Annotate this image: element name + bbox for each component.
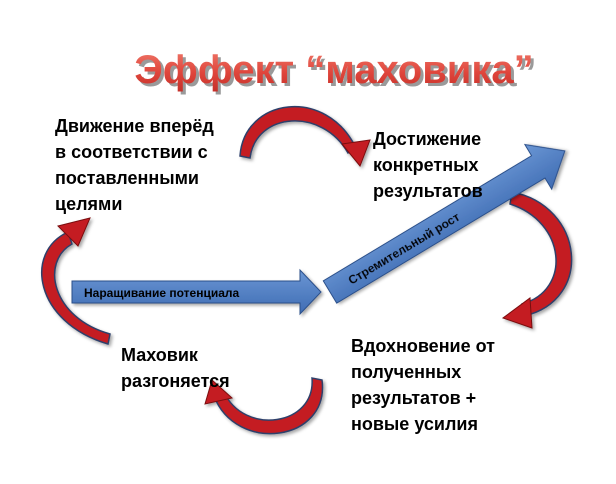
potential-arrow: Наращивание потенциала: [71, 268, 322, 316]
curved-arrow-bottom: [204, 377, 324, 435]
curved-arrow-left: [41, 217, 111, 345]
curved-arrow-right: [501, 191, 573, 329]
diagram-title-shadow: Эффект “маховика”: [137, 51, 536, 95]
stage-results-text: Достижение конкретных результатов: [373, 129, 483, 201]
growth-arrow-label: Стремительный рост: [346, 210, 463, 288]
stage-spinning-text: Маховик разгоняется: [121, 345, 230, 391]
potential-arrow-label: Наращивание потенциала: [84, 286, 240, 300]
curved-arrow-top: [239, 105, 371, 167]
diagram-title: Эффект “маховика”: [134, 48, 533, 92]
stage-movement-text: Движение вперёд в соответствии с поставл…: [55, 116, 214, 214]
stage-inspiration-text: Вдохновение от полученных результатов + …: [351, 336, 495, 434]
